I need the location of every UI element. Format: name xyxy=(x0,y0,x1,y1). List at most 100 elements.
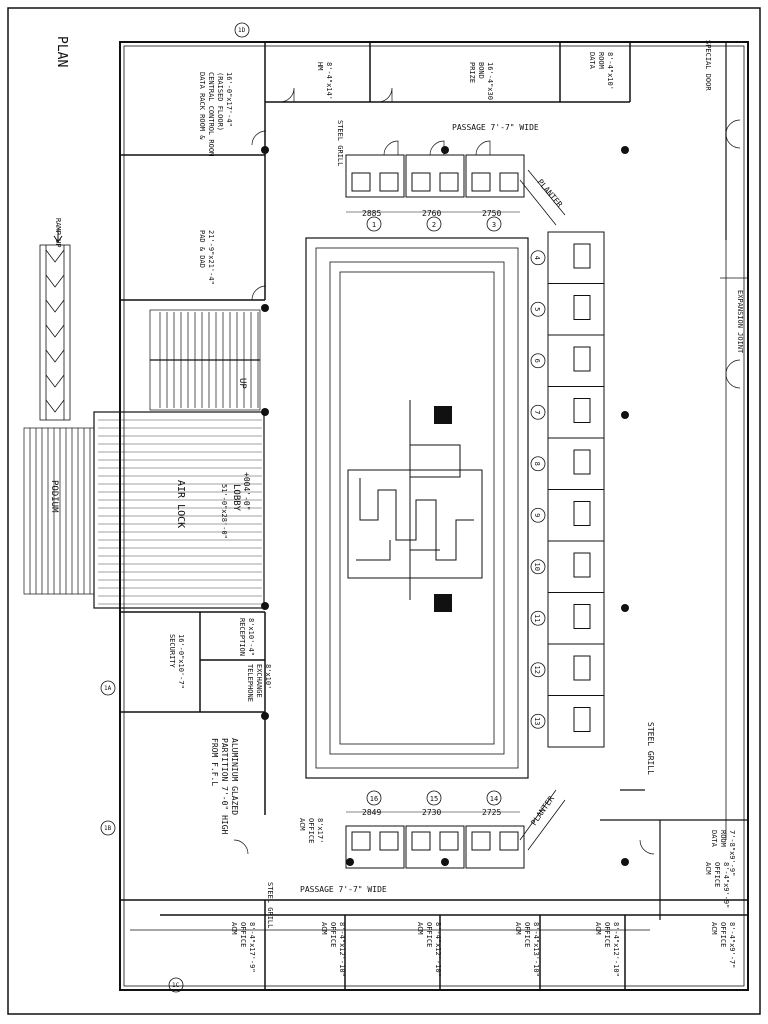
cabin-number: 3 xyxy=(492,221,496,229)
counter-number: 13 xyxy=(533,717,541,725)
svg-text:OFFICE: OFFICE xyxy=(239,922,247,947)
counter-number: 4 xyxy=(533,256,541,260)
plan-title: PLAN xyxy=(54,36,69,67)
expansion-joint-label: EXPANSION JOINT xyxy=(736,290,744,354)
structural-column xyxy=(261,146,269,154)
svg-text:8'x10': 8'x10' xyxy=(264,664,272,689)
podium-label: PODIUM xyxy=(49,480,59,513)
pillar-squares xyxy=(434,406,452,612)
svg-text:BOND: BOND xyxy=(477,62,485,79)
counter-desk xyxy=(573,295,591,320)
counter-number: 11 xyxy=(533,614,541,622)
central-display-table xyxy=(305,237,529,779)
counter-number: 12 xyxy=(533,666,541,674)
cabin-number: 15 xyxy=(430,795,438,803)
lobby-level-label: +004'-0" xyxy=(242,472,251,511)
dim-bottom-2: 2730 xyxy=(422,808,441,817)
teller-counters xyxy=(547,231,605,748)
counter-number-bubble xyxy=(530,662,546,678)
partition-note-line: FROM F.F.L xyxy=(210,738,219,786)
structural-column xyxy=(261,304,269,312)
structural-column xyxy=(261,602,269,610)
counter-desk xyxy=(573,243,591,269)
structural-column xyxy=(261,408,269,416)
svg-text:DATA RACK ROOM &: DATA RACK ROOM & xyxy=(198,72,206,140)
ramp xyxy=(39,244,71,421)
ramp-label: RAMP UP xyxy=(53,218,63,248)
svg-text:8'x17': 8'x17' xyxy=(316,818,324,843)
structural-column xyxy=(346,858,354,866)
room-label-data-rack: DATA RACK ROOM &CENTRAL CONTROL ROOM(RAI… xyxy=(198,72,233,156)
counter-number-bubble xyxy=(530,404,546,420)
counter-desk xyxy=(573,655,591,681)
svg-text:DATA: DATA xyxy=(588,52,596,70)
air-lock-label: AIR LOCK xyxy=(175,480,186,528)
svg-text:16'-0"x17'-4": 16'-0"x17'-4" xyxy=(225,72,233,127)
svg-text:ROOM: ROOM xyxy=(719,830,727,847)
bubble-1d: 1D xyxy=(238,27,246,34)
svg-text:SECURITY: SECURITY xyxy=(168,634,176,669)
counter-number-bubble xyxy=(530,507,546,523)
svg-text:ACM: ACM xyxy=(230,922,238,935)
svg-text:8'-4"x9'-7": 8'-4"x9'-7" xyxy=(728,922,736,968)
svg-text:ACM: ACM xyxy=(704,862,712,875)
right-side-partitions xyxy=(600,42,748,920)
cabin-number-bubble xyxy=(366,790,382,806)
svg-text:OFFICE: OFFICE xyxy=(307,818,315,843)
svg-text:8'-4"x13'-10": 8'-4"x13'-10" xyxy=(532,922,540,977)
dims-bottom: 2849 2730 2725 xyxy=(346,808,520,817)
svg-text:(RAISED FLOOR): (RAISED FLOOR) xyxy=(216,72,224,131)
svg-text:ACM: ACM xyxy=(298,818,306,831)
structural-column xyxy=(621,411,629,419)
lobby-label-group: LOBBY 51'-0"x28'-0" xyxy=(220,484,241,539)
svg-text:EXCHANGE: EXCHANGE xyxy=(255,664,263,698)
svg-text:16'-0"x10'-7": 16'-0"x10'-7" xyxy=(177,634,185,689)
svg-text:21'-9"x21'-4": 21'-9"x21'-4" xyxy=(207,230,215,285)
partition-note-line: ALUMINIUM GLAZED xyxy=(230,738,239,815)
partition-note-line: PARTITION 7'-0" HIGH xyxy=(220,738,229,835)
structural-columns xyxy=(261,146,629,866)
structural-column xyxy=(441,146,449,154)
svg-text:TELEPHONE: TELEPHONE xyxy=(246,664,254,702)
steel-grill-bottom-label: STEEL GRILL xyxy=(266,882,274,928)
left-room-partitions xyxy=(120,42,266,815)
structural-column xyxy=(621,146,629,154)
left-grid-bubbles: 1A 1B 1C 1D xyxy=(100,22,250,993)
svg-text:OFFICE: OFFICE xyxy=(425,922,433,947)
bubble-1c: 1C xyxy=(172,982,180,989)
svg-text:8'-4"x14': 8'-4"x14' xyxy=(325,62,333,100)
svg-text:ACM: ACM xyxy=(416,922,424,935)
svg-text:OFFICE: OFFICE xyxy=(603,922,611,947)
steel-grill-top-label: STEEL GRILL xyxy=(336,120,344,166)
bubble-1b: 1B xyxy=(104,825,112,832)
counter-desk xyxy=(573,449,591,475)
svg-text:8'-4"x12'-10": 8'-4"x12'-10" xyxy=(612,922,620,977)
svg-text:ACM: ACM xyxy=(320,922,328,935)
dim-top-3: 2750 xyxy=(482,209,501,218)
svg-text:OFFICE: OFFICE xyxy=(329,922,337,947)
svg-text:RECEPTION: RECEPTION xyxy=(238,618,246,656)
cabin-number-bubble xyxy=(366,216,382,232)
counter-desk xyxy=(573,398,591,423)
staircase xyxy=(149,309,261,411)
counter-number-bubble xyxy=(530,301,546,317)
svg-text:8'-4"x12'-10": 8'-4"x12'-10" xyxy=(338,922,346,977)
lobby-name: LOBBY xyxy=(231,484,241,512)
svg-text:8'x10'-4": 8'x10'-4" xyxy=(247,618,255,656)
